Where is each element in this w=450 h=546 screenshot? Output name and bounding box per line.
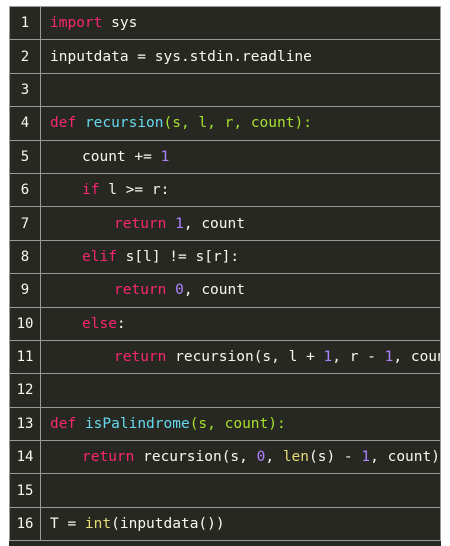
code-token bbox=[76, 115, 85, 131]
code-text[interactable]: else: bbox=[40, 306, 441, 341]
line-number: 6 bbox=[9, 172, 41, 208]
code-text[interactable]: def isPalindrome(s, count): bbox=[40, 406, 441, 442]
line-number: 2 bbox=[9, 39, 41, 74]
code-text[interactable]: import sys bbox=[40, 6, 441, 41]
code-token: , count bbox=[183, 282, 245, 299]
code-token: def bbox=[50, 415, 77, 432]
code-token: (s) - bbox=[309, 449, 362, 466]
line-number: 13 bbox=[9, 406, 41, 442]
code-token: , bbox=[265, 449, 283, 466]
code-text[interactable] bbox=[40, 473, 441, 508]
line-number: 8 bbox=[9, 239, 41, 275]
code-token: 0 bbox=[175, 282, 184, 299]
code-token: else bbox=[82, 315, 117, 332]
code-text[interactable]: return 1, count bbox=[40, 206, 441, 241]
line-number: 7 bbox=[9, 206, 41, 241]
code-token: len bbox=[282, 449, 310, 466]
code-text[interactable]: inputdata = sys.stdin.readline bbox=[40, 39, 441, 74]
line-number: 14 bbox=[9, 440, 41, 475]
line-number: 10 bbox=[9, 306, 41, 341]
code-token: return bbox=[114, 215, 167, 232]
code-text[interactable] bbox=[40, 72, 441, 108]
code-line: 3 bbox=[9, 72, 441, 108]
code-token bbox=[166, 216, 175, 232]
code-token: return bbox=[114, 349, 167, 366]
code-text[interactable]: elif s[l] != s[r]: bbox=[40, 239, 441, 275]
code-token bbox=[166, 282, 175, 298]
code-token: , count bbox=[183, 215, 245, 232]
code-token: s[l] != s[r]: bbox=[116, 248, 240, 265]
line-number: 15 bbox=[9, 473, 41, 508]
code-token: 1 bbox=[160, 148, 170, 165]
line-number: 12 bbox=[9, 373, 41, 408]
line-number: 9 bbox=[9, 273, 41, 308]
code-text[interactable] bbox=[40, 373, 441, 408]
code-token: 1 bbox=[384, 349, 394, 366]
code-token: (inputdata()) bbox=[111, 516, 225, 533]
line-number: 3 bbox=[9, 72, 41, 108]
code-token: T = bbox=[50, 516, 85, 533]
line-number: 5 bbox=[9, 139, 41, 174]
code-text[interactable]: T = int(inputdata()) bbox=[40, 506, 441, 542]
code-token: , count) bbox=[370, 449, 440, 466]
code-text[interactable]: count += 1 bbox=[40, 139, 441, 174]
code-token: 1 bbox=[323, 349, 333, 366]
code-line: 2 inputdata = sys.stdin.readline bbox=[9, 39, 441, 74]
code-token: elif bbox=[82, 248, 117, 265]
code-token: inputdata = sys.stdin.readline bbox=[50, 48, 312, 65]
code-text[interactable]: return recursion(s, l + 1, r - 1, count) bbox=[40, 339, 441, 375]
code-token: import bbox=[50, 15, 103, 32]
code-text[interactable]: return 0, count bbox=[40, 273, 441, 308]
code-token: sys bbox=[102, 15, 138, 32]
line-number: 16 bbox=[9, 506, 41, 542]
code-token: : bbox=[116, 315, 126, 332]
code-token: (s, count): bbox=[189, 415, 286, 432]
code-line: 15 bbox=[9, 473, 441, 508]
code-token: recursion bbox=[84, 115, 164, 132]
line-number: 4 bbox=[9, 106, 41, 141]
code-token: if bbox=[82, 182, 100, 199]
code-token: recursion(s, bbox=[134, 449, 257, 466]
code-token: l >= r: bbox=[99, 182, 170, 199]
code-token: , r - bbox=[332, 349, 385, 366]
line-number: 11 bbox=[9, 339, 41, 375]
code-text[interactable]: if l >= r: bbox=[40, 172, 441, 208]
code-token: count += bbox=[82, 148, 161, 165]
line-number: 1 bbox=[9, 6, 41, 41]
code-token: , count) bbox=[393, 349, 439, 366]
code-token: return bbox=[114, 282, 167, 299]
code-token: 1 bbox=[361, 449, 371, 466]
code-token: return bbox=[82, 449, 135, 466]
code-token: int bbox=[84, 516, 112, 533]
code-text[interactable]: def recursion(s, l, r, count): bbox=[40, 106, 441, 141]
code-token: (s, l, r, count): bbox=[163, 115, 312, 132]
code-token: recursion(s, l + bbox=[166, 349, 324, 366]
code-text[interactable]: return recursion(s, 0, len(s) - 1, count… bbox=[40, 440, 441, 475]
code-token bbox=[76, 416, 85, 432]
code-token: def bbox=[50, 115, 77, 132]
code-token: 0 bbox=[256, 449, 266, 466]
code-line: 12 bbox=[9, 373, 441, 408]
code-token: 1 bbox=[175, 215, 184, 232]
code-token: isPalindrome bbox=[84, 415, 190, 432]
